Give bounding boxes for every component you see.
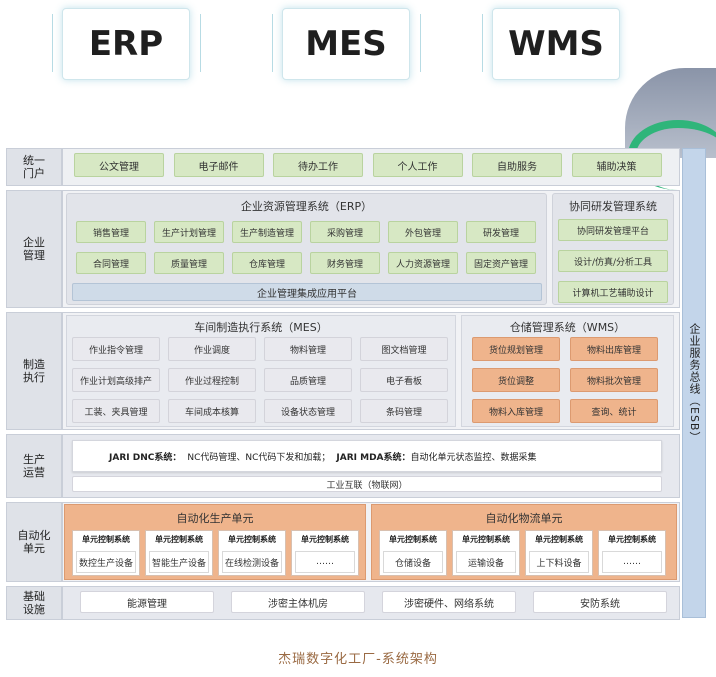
erp-logo: ERP: [62, 8, 190, 80]
erp-module: 固定资产管理: [466, 252, 536, 274]
mes-logo: MES: [282, 8, 410, 80]
erp-title: 企业资源管理系统（ERP）: [240, 200, 373, 213]
row-label-infrastructure: 基础 设施: [6, 586, 62, 620]
unit-control-box: 单元控制系统数控生产设备: [72, 530, 140, 576]
production-unit-title: 自动化生产单元: [176, 512, 254, 525]
wms-module: 物料出库管理: [570, 337, 658, 361]
erp-module: 质量管理: [154, 252, 224, 274]
row-label-enterprise: 企业 管理: [6, 190, 62, 308]
unit-control-head: 单元控制系统: [228, 534, 276, 544]
erp-module: 人力资源管理: [388, 252, 458, 274]
wms-module: 货位调整: [472, 368, 560, 392]
logo-divider: [272, 14, 273, 72]
logistics-unit-title: 自动化物流单元: [485, 512, 563, 525]
unit-control-head: 单元控制系统: [301, 534, 349, 544]
mes-module: 电子看板: [360, 368, 448, 392]
unit-control-box: 单元控制系统运输设备: [452, 530, 520, 576]
unit-control-head: 单元控制系统: [389, 534, 437, 544]
erp-module: 生产制造管理: [232, 221, 302, 243]
portal-item: 公文管理: [74, 153, 164, 177]
diagram-caption: 杰瑞数字化工厂-系统架构: [278, 652, 438, 667]
unit-device: 智能生产设备: [149, 551, 209, 573]
unit-device: 数控生产设备: [76, 551, 136, 573]
unit-control-head: 单元控制系统: [462, 534, 510, 544]
wms-title: 仓储管理系统（WMS）: [509, 321, 626, 334]
infrastructure-item: 安防系统: [533, 591, 667, 613]
dnc-label: JARI DNC系统：: [109, 452, 182, 463]
logo-divider: [420, 14, 421, 72]
erp-platform: 企业管理集成应用平台: [72, 283, 542, 301]
unit-device: 仓储设备: [383, 551, 443, 573]
unit-control-head: 单元控制系统: [155, 534, 203, 544]
wms-module: 物料批次管理: [570, 368, 658, 392]
unit-device: 上下料设备: [529, 551, 589, 573]
mda-label: JARI MDA系统：: [336, 452, 411, 463]
mes-module: 设备状态管理: [264, 399, 352, 423]
unit-control-box: 单元控制系统上下料设备: [525, 530, 593, 576]
unit-device: ……: [602, 551, 662, 573]
erp-module: 合同管理: [76, 252, 146, 274]
row-label-portal: 统一 门户: [6, 148, 62, 186]
erp-module: 仓库管理: [232, 252, 302, 274]
erp-module: 财务管理: [310, 252, 380, 274]
logo-divider: [52, 14, 53, 72]
infrastructure-item: 涉密主体机房: [231, 591, 365, 613]
unit-control-head: 单元控制系统: [608, 534, 656, 544]
dnc-mda-box: JARI DNC系统： NC代码管理、NC代码下发和加载； JARI MDA系统…: [72, 440, 662, 472]
mes-module: 车间成本核算: [168, 399, 256, 423]
row-label-manufacturing: 制造 执行: [6, 312, 62, 430]
unit-device: 运输设备: [456, 551, 516, 573]
unit-control-box: 单元控制系统仓储设备: [379, 530, 447, 576]
wms-module: 货位规划管理: [472, 337, 560, 361]
unit-control-box: 单元控制系统智能生产设备: [145, 530, 213, 576]
unit-control-box: 单元控制系统在线检测设备: [218, 530, 286, 576]
dnc-text: NC代码管理、NC代码下发和加载；: [187, 452, 331, 463]
portal-item: 待办工作: [273, 153, 363, 177]
erp-module: 研发管理: [466, 221, 536, 243]
wms-module: 物料入库管理: [472, 399, 560, 423]
mes-module: 物料管理: [264, 337, 352, 361]
collab-module: 计算机工艺辅助设计: [558, 281, 668, 303]
unit-control-head: 单元控制系统: [82, 534, 130, 544]
portal-item: 个人工作: [372, 153, 463, 177]
portal-item: 自助服务: [472, 153, 562, 177]
mda-text: 自动化单元状态监控、数据采集: [410, 452, 537, 463]
mes-module: 图文档管理: [360, 337, 448, 361]
erp-module: 外包管理: [388, 221, 458, 243]
mes-title: 车间制造执行系统（MES）: [194, 321, 328, 334]
erp-module: 生产计划管理: [154, 221, 224, 243]
mes-module: 作业计划高级排产: [72, 368, 160, 392]
unit-control-head: 单元控制系统: [535, 534, 583, 544]
collab-module: 设计/仿真/分析工具: [558, 250, 668, 272]
portal-item: 辅助决策: [571, 153, 662, 177]
mes-module: 作业指令管理: [72, 337, 160, 361]
mes-module: 工装、夹具管理: [72, 399, 160, 423]
esb-bus: 企业服务总线（ESB）: [682, 148, 706, 618]
wms-module: 查询、统计: [570, 399, 658, 423]
unit-device: ……: [295, 551, 355, 573]
collab-module: 协同研发管理平台: [558, 219, 668, 241]
logo-divider: [200, 14, 201, 72]
erp-module: 采购管理: [310, 221, 380, 243]
portal-item: 电子邮件: [173, 153, 264, 177]
erp-module: 销售管理: [76, 221, 146, 243]
unit-control-box: 单元控制系统 ……: [291, 530, 359, 576]
mes-module: 作业过程控制: [168, 368, 256, 392]
mes-module: 品质管理: [264, 368, 352, 392]
mes-module: 条码管理: [360, 399, 448, 423]
wms-logo: WMS: [492, 8, 620, 80]
infrastructure-item: 能源管理: [80, 591, 214, 613]
unit-device: 在线检测设备: [222, 551, 282, 573]
iot-bar: 工业互联（物联网）: [72, 476, 662, 492]
row-label-automation: 自动化 单元: [6, 502, 62, 582]
row-label-operation: 生产 运营: [6, 434, 62, 498]
logo-divider: [482, 14, 483, 72]
mes-module: 作业调度: [168, 337, 256, 361]
unit-control-box: 单元控制系统 ……: [598, 530, 666, 576]
infrastructure-item: 涉密硬件、网络系统: [382, 591, 516, 613]
collab-title: 协同研发管理系统: [569, 200, 657, 213]
